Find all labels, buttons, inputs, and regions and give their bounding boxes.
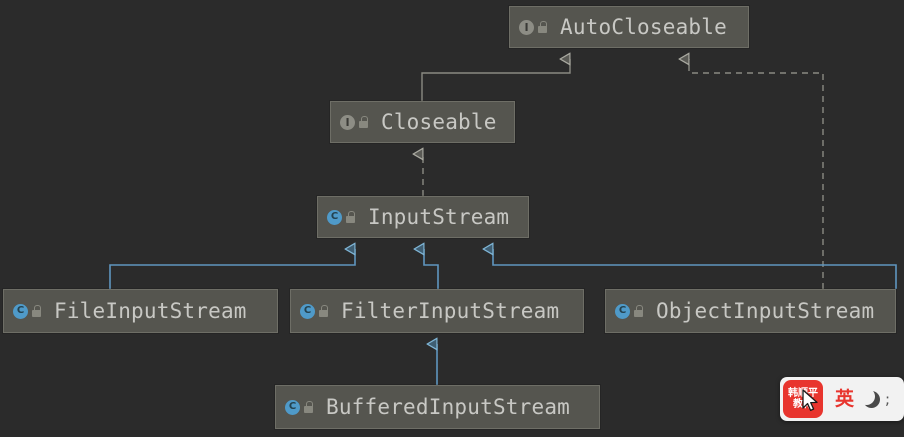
class-node-bufferedinputstream[interactable]: C BufferedInputStream	[275, 385, 600, 429]
lock-icon	[538, 21, 548, 33]
class-node-label: InputStream	[368, 204, 510, 229]
node-icons-filterinputstream: C	[300, 303, 329, 319]
class-node-inputstream[interactable]: C InputStream	[317, 196, 529, 238]
node-icons-autocloseable: I	[519, 19, 548, 35]
lock-icon	[304, 401, 314, 413]
node-icons-inputstream: C	[327, 209, 356, 225]
lock-icon	[346, 211, 356, 223]
ime-mode-button[interactable]: 英	[835, 387, 855, 410]
class-icon: C	[327, 209, 342, 225]
class-node-fileinputstream[interactable]: C FileInputStream	[3, 289, 278, 333]
edge-fileinputstream-inputstream	[109, 249, 356, 289]
moon-icon[interactable]	[858, 387, 881, 408]
node-icons-closeable: I	[340, 114, 369, 130]
class-node-label: FilterInputStream	[341, 298, 560, 323]
class-node-label: FileInputStream	[54, 298, 247, 323]
node-icons-objectinputstream: C	[615, 303, 644, 319]
interface-icon: I	[340, 114, 355, 130]
ime-toolbar[interactable]: 韩顺平 教育 英 ;	[780, 377, 904, 421]
node-icons-fileinputstream: C	[13, 303, 42, 319]
lock-icon	[319, 305, 329, 317]
interface-icon: I	[519, 19, 534, 35]
class-node-label: AutoCloseable	[560, 14, 727, 39]
class-node-label: Closeable	[381, 109, 497, 134]
class-icon: C	[300, 303, 315, 319]
lock-icon	[32, 305, 42, 317]
class-icon: C	[615, 303, 630, 319]
edge-filterinputstream-inputstream	[424, 249, 439, 289]
mouse-cursor	[802, 389, 818, 412]
lock-icon	[634, 305, 644, 317]
edge-closeable-autocloseable	[421, 59, 571, 101]
node-icons-bufferedinputstream: C	[285, 399, 314, 415]
class-node-label: ObjectInputStream	[656, 298, 875, 323]
class-node-closeable[interactable]: I Closeable	[330, 101, 515, 143]
class-icon: C	[13, 303, 28, 319]
lock-icon	[359, 116, 369, 128]
class-node-autocloseable[interactable]: I AutoCloseable	[509, 6, 749, 48]
edge-objectinputstream-inputstream	[493, 249, 897, 289]
class-icon: C	[285, 399, 300, 415]
ime-menu-button[interactable]: ;	[885, 389, 891, 408]
class-node-objectinputstream[interactable]: C ObjectInputStream	[605, 289, 896, 333]
class-node-filterinputstream[interactable]: C FilterInputStream	[290, 289, 584, 333]
edge-objectinputstream-autocloseable	[689, 59, 824, 289]
class-node-label: BufferedInputStream	[326, 394, 571, 419]
